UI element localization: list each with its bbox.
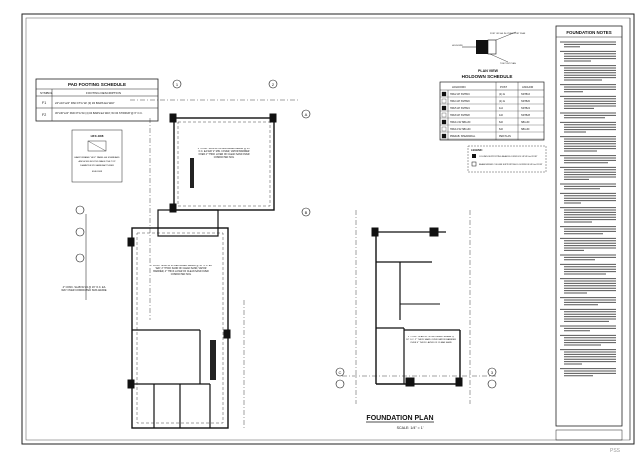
grid-labels-left: 1 2 A B — [176, 82, 308, 215]
plan-view-note-2: HOLDOWN — [452, 45, 463, 47]
plan-view-note-1: POST OR SHL IN OTHER POST PLAN — [490, 32, 526, 35]
holdown-row-holdown: HDU2 W/ SSTB16 — [450, 93, 470, 96]
holdown-symbol — [441, 91, 447, 97]
holdown-schedule: HOLDOWN SCHEDULE HOLDOWN POST ANCHOR HDU… — [439, 74, 545, 141]
right-foundation-plan — [342, 210, 496, 404]
legend: LEGEND: COLUMN SUPPORTING BEAM FLOOR/ROO… — [467, 145, 547, 173]
holdown-row-anchor: SSTB20 — [521, 100, 531, 103]
holdown-row-post: 6x6 — [499, 121, 504, 124]
holdown-symbol — [441, 133, 447, 139]
holdown-symbol — [441, 98, 447, 104]
plan-view-detail: POST OR SHL IN OTHER POST PLAN HOLDOWN T… — [452, 31, 526, 73]
hfx-line2: ANCHORS BOLTED MADE THE TOP — [78, 160, 116, 163]
holdown-col-anchor: ANCHOR — [522, 85, 533, 89]
holdown-row-post: (2) 2x — [499, 100, 506, 103]
sheet-border — [21, 13, 635, 445]
holdown-row-post: 4x6 — [499, 114, 504, 117]
plan-view-title: PLAN VIEW — [478, 69, 499, 73]
holdown-symbol — [441, 112, 447, 118]
slab-note-exterior: 4" CONC. SLAB W/ #4 @ 16" O.C. EA WAY OV… — [61, 286, 107, 293]
left-foundation-plan — [85, 99, 300, 429]
legend-item-2: BEAM/GIRDER COLUMN SUPPORTING FLOOR/ROOF… — [479, 163, 543, 166]
holdown-row-holdown: HDU5 W/ SSTB24 — [450, 107, 470, 110]
grid-bubbles-left — [75, 79, 311, 263]
grid-label-a: A — [305, 112, 308, 117]
holdown-row-anchor: SB1x30 — [521, 121, 530, 124]
legend-symbol-1 — [472, 154, 476, 158]
watermark: PSS — [610, 448, 621, 454]
grid-labels-right: C 3 — [339, 370, 494, 375]
holdown-row-holdown: HDU8 W/ SSTB28 — [450, 114, 470, 117]
plan-view-note-3: TOE POST PLAN — [500, 62, 516, 65]
slab-note-upper: 3" CONC. SLAB W/ #4 DEFORMED REBAR @ 16"… — [197, 148, 251, 159]
holdown-row-anchor: SSTB28 — [521, 114, 531, 117]
pad-row1-desc: 24"x24"x24" PAD FTG W/ (3) #4 BARS EA WA… — [55, 101, 115, 105]
right-slab-note-wrap: 3" CONC. SLAB W/ #4 DEFORMED REBAR @ 16"… — [406, 336, 456, 344]
slab-note-lower: 3" CONC. SLAB W/ #4 DEFORMED REBAR @ 16"… — [150, 265, 212, 276]
grid-label-b: B — [305, 210, 308, 215]
holdown-row-post: 6x6 — [499, 128, 504, 131]
legend-symbol-2 — [471, 161, 477, 167]
title-block — [555, 18, 631, 441]
slab-note-right: 3" CONC. SLAB W/ #4 DEFORMED REBAR @ 16"… — [406, 336, 456, 344]
foundation-notes-title: FOUNDATION NOTES — [566, 30, 611, 35]
holdown-row-anchor: SB1x30 — [521, 128, 530, 131]
holdown-row-holdown: HDU14 W/ SB1x30 — [450, 128, 471, 131]
plan-scale: SCALE: 1/4" = 1' — [397, 426, 424, 430]
holdown-symbol — [441, 105, 447, 111]
grid-bubbles-right — [335, 367, 497, 389]
grid-label-c: C — [339, 370, 342, 375]
holdown-row-post: (2) 2x — [499, 93, 506, 96]
holdown-row-holdown: PREFAB. SHEARWALL — [450, 135, 476, 138]
holdown-row-post: 4x4 — [499, 107, 504, 110]
left-slab-notes: 3" CONC. SLAB W/ #4 DEFORMED REBAR @ 16"… — [61, 148, 251, 293]
pad-col-desc: FOOTING DESCRIPTION — [86, 91, 121, 95]
holdown-row-anchor: SSTB24 — [521, 107, 531, 110]
grid-label-3: 3 — [491, 370, 494, 375]
hfx-line3: DIAMETER BY MANUFACTURER — [80, 164, 114, 167]
pad-footing-schedule: PAD FOOTING SCHEDULE SYMBOL FOOTING DESC… — [35, 78, 159, 122]
grid-label-1: 1 — [176, 82, 179, 87]
grid-label-2: 2 — [272, 82, 275, 87]
holdown-title: HOLDOWN SCHEDULE — [462, 74, 513, 79]
pad-col-symbol: SYMBOL — [40, 91, 53, 95]
legend-item-1: COLUMN SUPPORTING BEAM FLOOR/ROOF UP W/ … — [479, 155, 538, 158]
hfx-title: HFX-18/8 — [91, 134, 104, 138]
hfx-line1: HARDYFRAME "HFX" PANEL AS STANDARD — [74, 156, 120, 159]
plan-title: FOUNDATION PLAN — [366, 415, 433, 422]
holdown-row-holdown: HDU11 W/ SB1x30 — [450, 121, 471, 124]
hfx-line4: ESR-2089 — [92, 171, 103, 173]
holdown-row-post: PER PLAN — [499, 135, 511, 138]
holdown-symbol — [441, 119, 447, 125]
pad-row1-symbol: F1 — [42, 101, 46, 105]
pad-row2-desc: 30"x30"x24" PAD FTG W/ (4) #4 BARS EA WA… — [55, 111, 143, 115]
foundation-notes: FOUNDATION NOTES — [555, 25, 623, 427]
holdown-row-holdown: HDU4 W/ SSTB20 — [450, 100, 470, 103]
pad-schedule-title: PAD FOOTING SCHEDULE — [68, 82, 126, 87]
legend-title: LEGEND: — [471, 148, 483, 152]
holdown-row-anchor: SSTB16 — [521, 93, 531, 96]
hfx-note: HFX-18/8 HARDYFRAME "HFX" PANEL AS STAND… — [71, 129, 123, 183]
holdown-col-post: POST — [500, 85, 507, 89]
pad-row2-symbol: F2 — [42, 113, 46, 117]
holdown-symbol — [441, 126, 447, 132]
holdown-col-holdown: HOLDOWN — [452, 85, 466, 89]
